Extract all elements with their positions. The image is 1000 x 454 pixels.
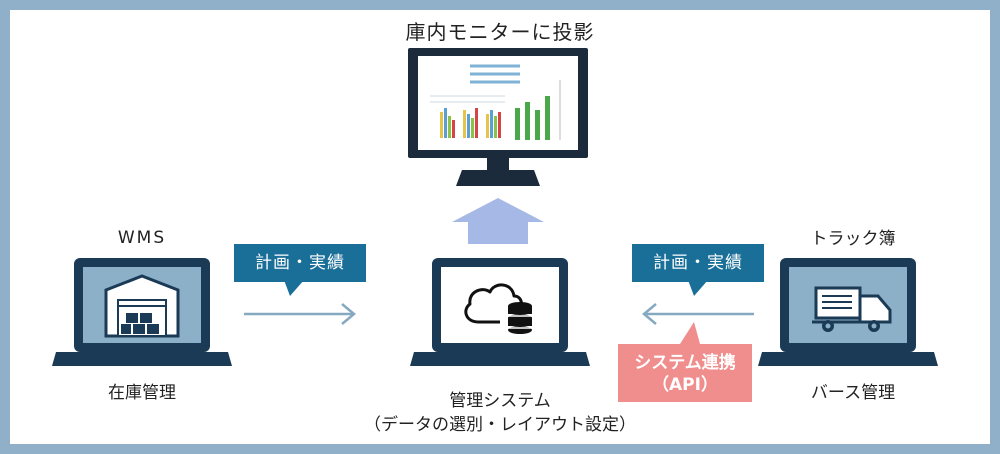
bubble-right-tail	[688, 280, 708, 296]
api-box-tail	[680, 322, 700, 344]
cloud-database-icon	[464, 283, 532, 334]
center-caption-line1: 管理システム	[449, 391, 551, 411]
center-caption-line2: （データの選別・レイアウト設定）	[364, 415, 636, 435]
api-line1: システム連携	[634, 353, 736, 373]
api-box: システム連携 （API）	[618, 344, 752, 402]
arrow-left-to-center	[244, 303, 356, 325]
laptop-left-icon	[52, 258, 232, 366]
bubble-left: 計画・実績	[234, 244, 366, 282]
warehouse-icon	[104, 274, 180, 338]
api-line2: （API）	[652, 375, 718, 395]
arrow-right-to-center	[642, 303, 754, 325]
right-caption-top: トラック簿	[810, 229, 896, 249]
bubble-left-tail	[284, 280, 304, 296]
bubble-right: 計画・実績	[632, 244, 764, 282]
diagram-title: 庫内モニターに投影	[405, 20, 595, 44]
left-caption-top: WMS	[117, 228, 167, 248]
left-caption-bottom: 在庫管理	[108, 383, 176, 403]
truck-icon	[812, 286, 892, 332]
mini-dashboard-graphic	[430, 64, 561, 140]
laptop-right-icon	[758, 258, 938, 366]
upward-arrow	[452, 198, 544, 244]
monitor-icon	[408, 48, 588, 186]
laptop-center-icon	[410, 258, 590, 366]
right-caption-bottom: バース管理	[810, 383, 896, 403]
